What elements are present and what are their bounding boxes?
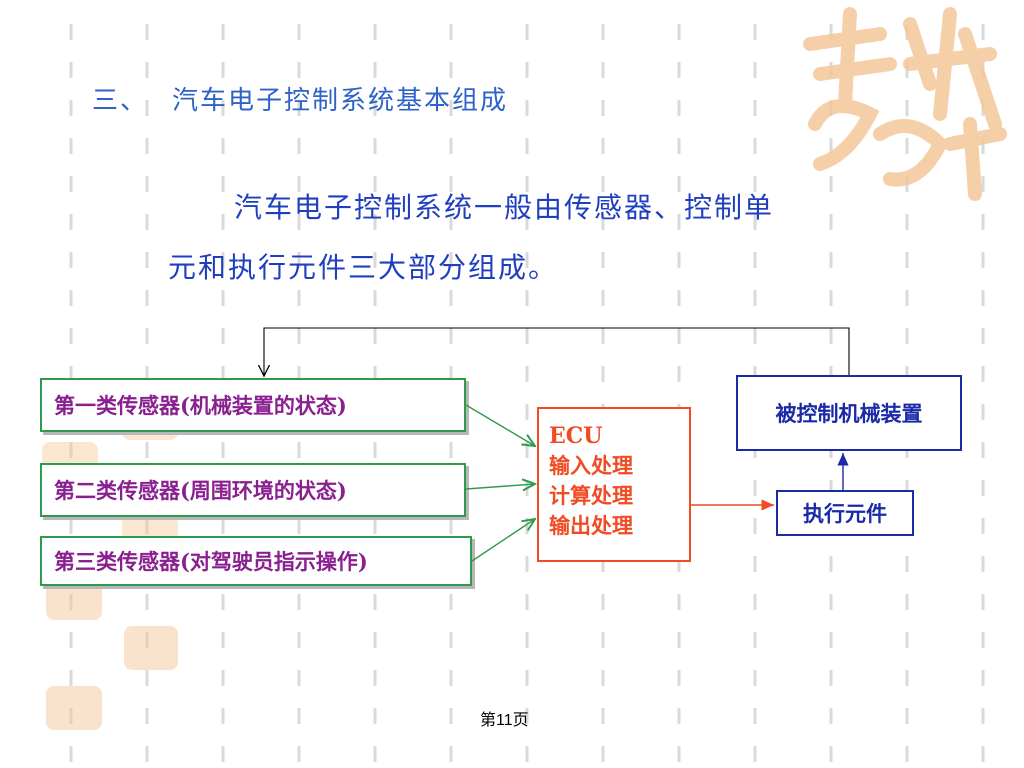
intro-line-2: 元和执行元件三大部分组成。 (168, 251, 559, 284)
ecu-line-input: 输入处理 (549, 453, 633, 478)
intro-line-1: 汽车电子控制系统一般由传感器、控制单 (234, 191, 775, 224)
sensor-box-2: 第二类传感器(周围环境的状态) (40, 463, 466, 517)
ecu-title: ECU (549, 423, 603, 449)
sensor-box-3: 第三类传感器(对驾驶员指示操作) (40, 536, 472, 586)
seal-icon (46, 686, 102, 730)
ecu-line-compute: 计算处理 (549, 483, 633, 508)
heading-text: 汽车电子控制系统基本组成 (172, 86, 509, 116)
feedback-loop-arrow (264, 327, 850, 376)
slide-heading: 三、汽车电子控制系统基本组成 (92, 80, 508, 117)
heading-number: 三、 (92, 86, 149, 116)
page-number: 第11页 (480, 712, 529, 729)
intro-paragraph: 汽车电子控制系统一般由传感器、控制单 元和执行元件三大部分组成。 (168, 178, 858, 298)
sensor-box-1: 第一类传感器(机械装置的状态) (40, 378, 466, 432)
actuator-box: 执行元件 (776, 490, 914, 536)
auspicious-seal-icon (803, 7, 1007, 201)
seal-icon (124, 626, 178, 670)
arrow-sensor1-to-ecu (465, 404, 535, 446)
arrow-sensor2-to-ecu (465, 484, 535, 489)
ecu-line-output: 输出处理 (549, 513, 633, 538)
arrow-sensor3-to-ecu (471, 519, 535, 562)
seal-icon (46, 578, 102, 620)
controlled-device-box: 被控制机械装置 (736, 375, 962, 451)
ecu-box: ECU 输入处理 计算处理 输出处理 (537, 407, 691, 562)
